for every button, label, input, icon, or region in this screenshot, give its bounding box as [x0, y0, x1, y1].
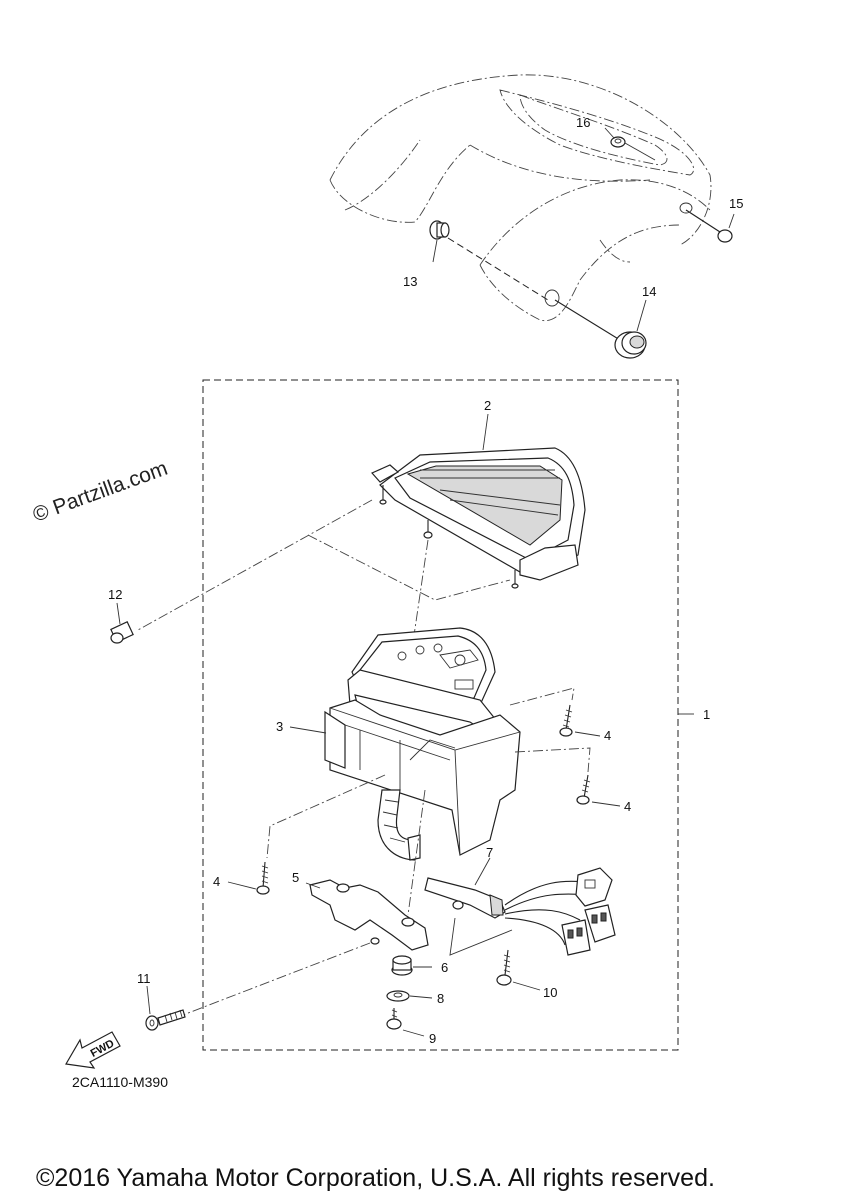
callout-4-upper: 4 — [604, 728, 611, 743]
callouts: 1 2 3 4 4 4 5 6 7 8 9 10 11 12 13 14 15 … — [108, 115, 743, 1046]
cowl-outline — [329, 74, 712, 322]
callout-8: 8 — [437, 991, 444, 1006]
meter-cover-2 — [371, 447, 586, 589]
callout-16: 16 — [576, 115, 590, 130]
callout-9: 9 — [429, 1031, 436, 1046]
assembly-boundary — [202, 379, 679, 1051]
bracket-5 — [309, 879, 429, 951]
callout-4-lower: 4 — [624, 799, 631, 814]
screw-4-upper-right — [559, 704, 573, 737]
callout-3: 3 — [276, 719, 283, 734]
diagram-code: 2CA1110-M390 — [72, 1074, 168, 1090]
grommet-14 — [544, 289, 647, 359]
callout-1: 1 — [703, 707, 710, 722]
callout-10: 10 — [543, 985, 557, 1000]
bolt-11 — [145, 1009, 186, 1031]
watermark: © Partzilla.com — [30, 457, 171, 527]
grommet-13 — [429, 220, 450, 240]
callout-15: 15 — [729, 196, 743, 211]
screw-4-left — [256, 861, 270, 895]
grommet-6 — [391, 955, 413, 976]
callout-14: 14 — [642, 284, 656, 299]
callout-7: 7 — [486, 845, 493, 860]
screw-10 — [496, 949, 512, 986]
washer-8 — [386, 990, 410, 1002]
wire-harness-7 — [424, 867, 616, 956]
callout-5: 5 — [292, 870, 299, 885]
copyright: ©2016 Yamaha Motor Corporation, U.S.A. A… — [36, 1164, 715, 1192]
fwd-arrow-icon: FWD — [65, 1031, 121, 1069]
callout-12: 12 — [108, 587, 122, 602]
nut-16 — [610, 136, 626, 148]
callout-4-left: 4 — [213, 874, 220, 889]
bolt-15 — [685, 209, 733, 243]
screw-9 — [386, 1008, 402, 1030]
callout-11: 11 — [137, 971, 151, 986]
grommet-12 — [110, 621, 134, 644]
callout-2: 2 — [484, 398, 491, 413]
callout-13: 13 — [403, 274, 417, 289]
screw-4-lower-right — [576, 774, 591, 805]
fwd-label: FWD — [89, 1038, 117, 1060]
callout-6: 6 — [441, 960, 448, 975]
meter-housing-3 — [324, 627, 521, 861]
